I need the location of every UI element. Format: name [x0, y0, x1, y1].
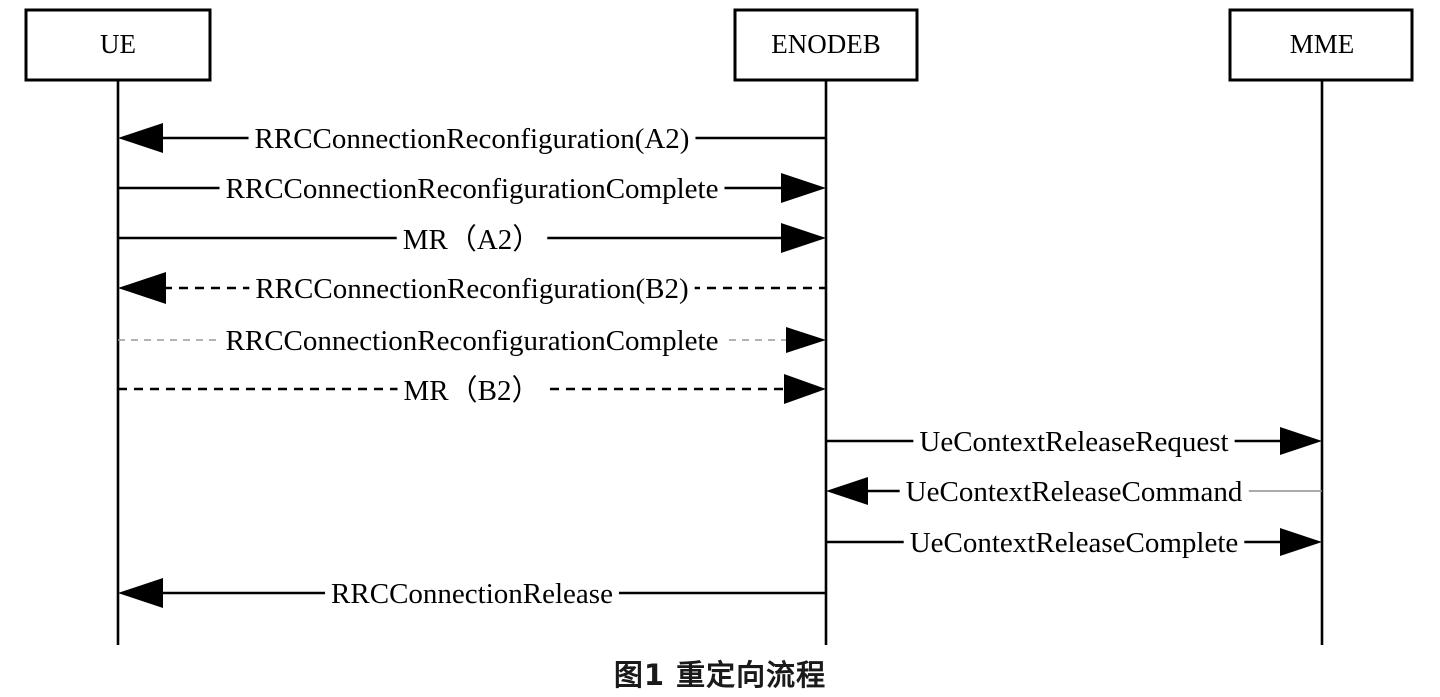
arrowhead-right-icon — [786, 327, 826, 353]
message-rrcconnectionreconfigurationcomplete-b2: RRCConnectionReconfigurationComplete — [118, 325, 826, 357]
arrowhead-right-icon — [784, 374, 826, 404]
arrowhead-right-icon — [781, 223, 826, 253]
arrowhead-left-icon — [118, 123, 163, 153]
message-label: UeContextReleaseComplete — [910, 527, 1239, 559]
message-label: UeContextReleaseCommand — [906, 476, 1243, 508]
message-label: MR（B2） — [404, 375, 541, 407]
actor-label-enodeb: ENODEB — [771, 29, 881, 59]
message-label: RRCConnectionReconfiguration(B2) — [255, 273, 688, 305]
message-label: RRCConnectionReconfigurationComplete — [226, 173, 719, 205]
actor-ue: UE — [24, 8, 212, 645]
actor-box-ue — [24, 8, 212, 82]
message-uecontextreleasecomplete: UeContextReleaseComplete — [826, 527, 1322, 559]
message-uecontextreleasecommand: UeContextReleaseCommand — [826, 476, 1322, 508]
message-rrcconnectionrelease: RRCConnectionRelease — [118, 578, 826, 610]
arrowhead-right-icon — [1280, 427, 1322, 455]
actor-label-mme: MME — [1290, 29, 1355, 59]
message-label: RRCConnectionRelease — [331, 578, 613, 610]
arrowhead-right-icon — [1280, 528, 1322, 556]
figure-caption: 图1 重定向流程 — [613, 658, 827, 692]
message-uecontextreleaserequest: UeContextReleaseRequest — [826, 426, 1322, 458]
message-rrcconnectionreconfigurationcomplete-a2: RRCConnectionReconfigurationComplete — [118, 173, 826, 205]
arrowhead-left-icon — [118, 272, 166, 304]
arrowhead-left-icon — [826, 477, 868, 505]
actor-enodeb: ENODEB — [733, 8, 919, 645]
arrowhead-right-icon — [781, 173, 826, 203]
actor-mme: MME — [1228, 8, 1414, 645]
message-label: MR（A2） — [403, 224, 542, 256]
message-mr-a2: MR（A2） — [118, 223, 826, 256]
message-label: UeContextReleaseRequest — [919, 426, 1228, 458]
message-label: RRCConnectionReconfigurationComplete — [226, 325, 719, 357]
actor-box-mme — [1228, 8, 1414, 82]
arrowhead-left-icon — [118, 578, 163, 608]
message-rrcconnectionreconfiguration-b2: RRCConnectionReconfiguration(B2) — [118, 272, 826, 305]
actor-label-ue: UE — [100, 29, 136, 59]
message-label: RRCConnectionReconfiguration(A2) — [255, 123, 690, 155]
message-mr-b2: MR（B2） — [118, 374, 826, 407]
message-rrcconnectionreconfiguration-a2: RRCConnectionReconfiguration(A2) — [118, 123, 826, 155]
actor-box-enodeb — [733, 8, 919, 82]
